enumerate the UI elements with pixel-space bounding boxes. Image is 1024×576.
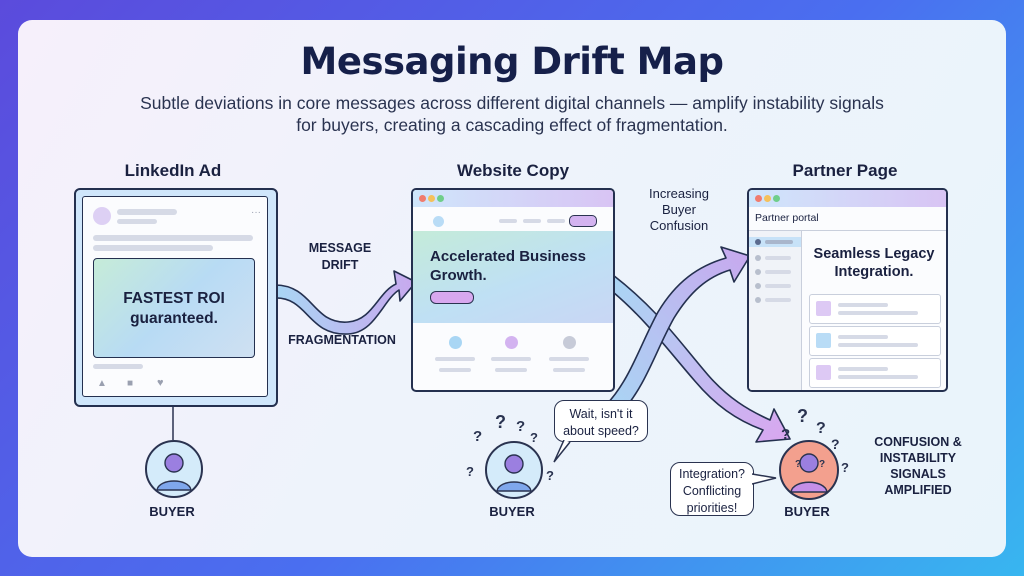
hero-cta-button[interactable] bbox=[430, 291, 474, 304]
browser-bar bbox=[749, 190, 946, 207]
heart-icon[interactable]: ♥ bbox=[157, 377, 164, 389]
question-mark-icon: ? bbox=[466, 464, 474, 479]
svg-text:?: ? bbox=[819, 459, 825, 470]
buyer-avatar-1 bbox=[145, 440, 203, 498]
message-drift-arrow bbox=[274, 270, 417, 335]
question-mark-icon: ? bbox=[781, 426, 791, 443]
page-subtitle: Subtle deviations in core messages acros… bbox=[140, 93, 884, 135]
linkedin-ad-frame: ··· FASTEST ROI guaranteed. ▲ ■ ♥ bbox=[74, 188, 278, 407]
question-mark-icon: ? bbox=[530, 430, 538, 445]
buyer-label-2: BUYER bbox=[489, 504, 535, 519]
buyer-thought-bubble-1: Wait, isn't it about speed? bbox=[554, 400, 648, 442]
message-drift-label: MESSAGE DRIFT bbox=[308, 241, 372, 272]
avatar bbox=[93, 207, 111, 225]
confusion-arrow bbox=[605, 246, 751, 413]
question-mark-icon: ? bbox=[495, 412, 506, 432]
page-title: Messaging Drift Map bbox=[300, 40, 724, 83]
bubble-tail-2 bbox=[752, 473, 777, 485]
linkedin-post: ··· FASTEST ROI guaranteed. ▲ ■ ♥ bbox=[82, 196, 268, 397]
question-mark-icon: ? bbox=[831, 436, 840, 452]
more-icon[interactable]: ··· bbox=[251, 207, 261, 218]
person-icon bbox=[156, 453, 192, 491]
confusion-amplified-label: CONFUSION & INSTABILITY SIGNALS AMPLIFIE… bbox=[874, 435, 962, 497]
increasing-confusion-label: Increasing Buyer Confusion bbox=[649, 186, 709, 233]
question-mark-icon: ? bbox=[516, 418, 526, 435]
buyer-label-1: BUYER bbox=[149, 504, 195, 519]
partner-window: Partner portal Seamless Legacy Integrati… bbox=[747, 188, 948, 392]
fragmentation-label: FRAGMENTATION bbox=[288, 333, 396, 347]
question-mark-icon: ? bbox=[473, 428, 483, 445]
svg-text:?: ? bbox=[795, 459, 801, 470]
partner-list-item[interactable] bbox=[809, 358, 941, 388]
partner-list-item[interactable] bbox=[809, 326, 941, 356]
linkedin-panel-title: LinkedIn Ad bbox=[124, 161, 222, 180]
website-hero: Accelerated Business Growth. bbox=[413, 231, 613, 323]
person-icon: ? ? bbox=[790, 453, 828, 493]
question-mark-icon: ? bbox=[546, 468, 554, 483]
like-icon[interactable]: ▲ bbox=[97, 378, 107, 389]
partner-panel-title: Partner Page bbox=[792, 161, 898, 180]
partner-sidebar bbox=[749, 231, 802, 390]
question-mark-icon: ? bbox=[816, 420, 826, 437]
partner-list-item[interactable] bbox=[809, 294, 941, 324]
question-mark-icon: ? bbox=[841, 460, 849, 475]
buyer-avatar-2 bbox=[485, 441, 543, 499]
comment-icon[interactable]: ■ bbox=[127, 378, 134, 389]
bubble-tail-1 bbox=[553, 440, 571, 463]
person-icon bbox=[496, 454, 532, 492]
website-window: Accelerated Business Growth. bbox=[411, 188, 615, 392]
buyer-label-3: BUYER bbox=[784, 504, 830, 519]
ad-creative[interactable]: FASTEST ROI guaranteed. bbox=[93, 258, 255, 358]
buyer-thought-bubble-2: Integration? Conflicting priorities! bbox=[670, 462, 754, 516]
ad-headline: FASTEST ROI guaranteed. bbox=[123, 290, 225, 327]
nav-button[interactable] bbox=[569, 215, 597, 227]
buyer-avatar-3: ? ? bbox=[779, 440, 839, 500]
partner-portal-header: Partner portal bbox=[755, 212, 819, 224]
hero-headline: Accelerated Business Growth. bbox=[430, 248, 586, 284]
partner-headline: Seamless Legacy Integration. bbox=[813, 246, 935, 280]
browser-bar bbox=[413, 190, 613, 207]
diagram-card: Messaging Drift Map Subtle deviations in… bbox=[18, 20, 1006, 557]
question-mark-icon: ? bbox=[797, 406, 808, 426]
website-panel-title: Website Copy bbox=[456, 161, 570, 180]
